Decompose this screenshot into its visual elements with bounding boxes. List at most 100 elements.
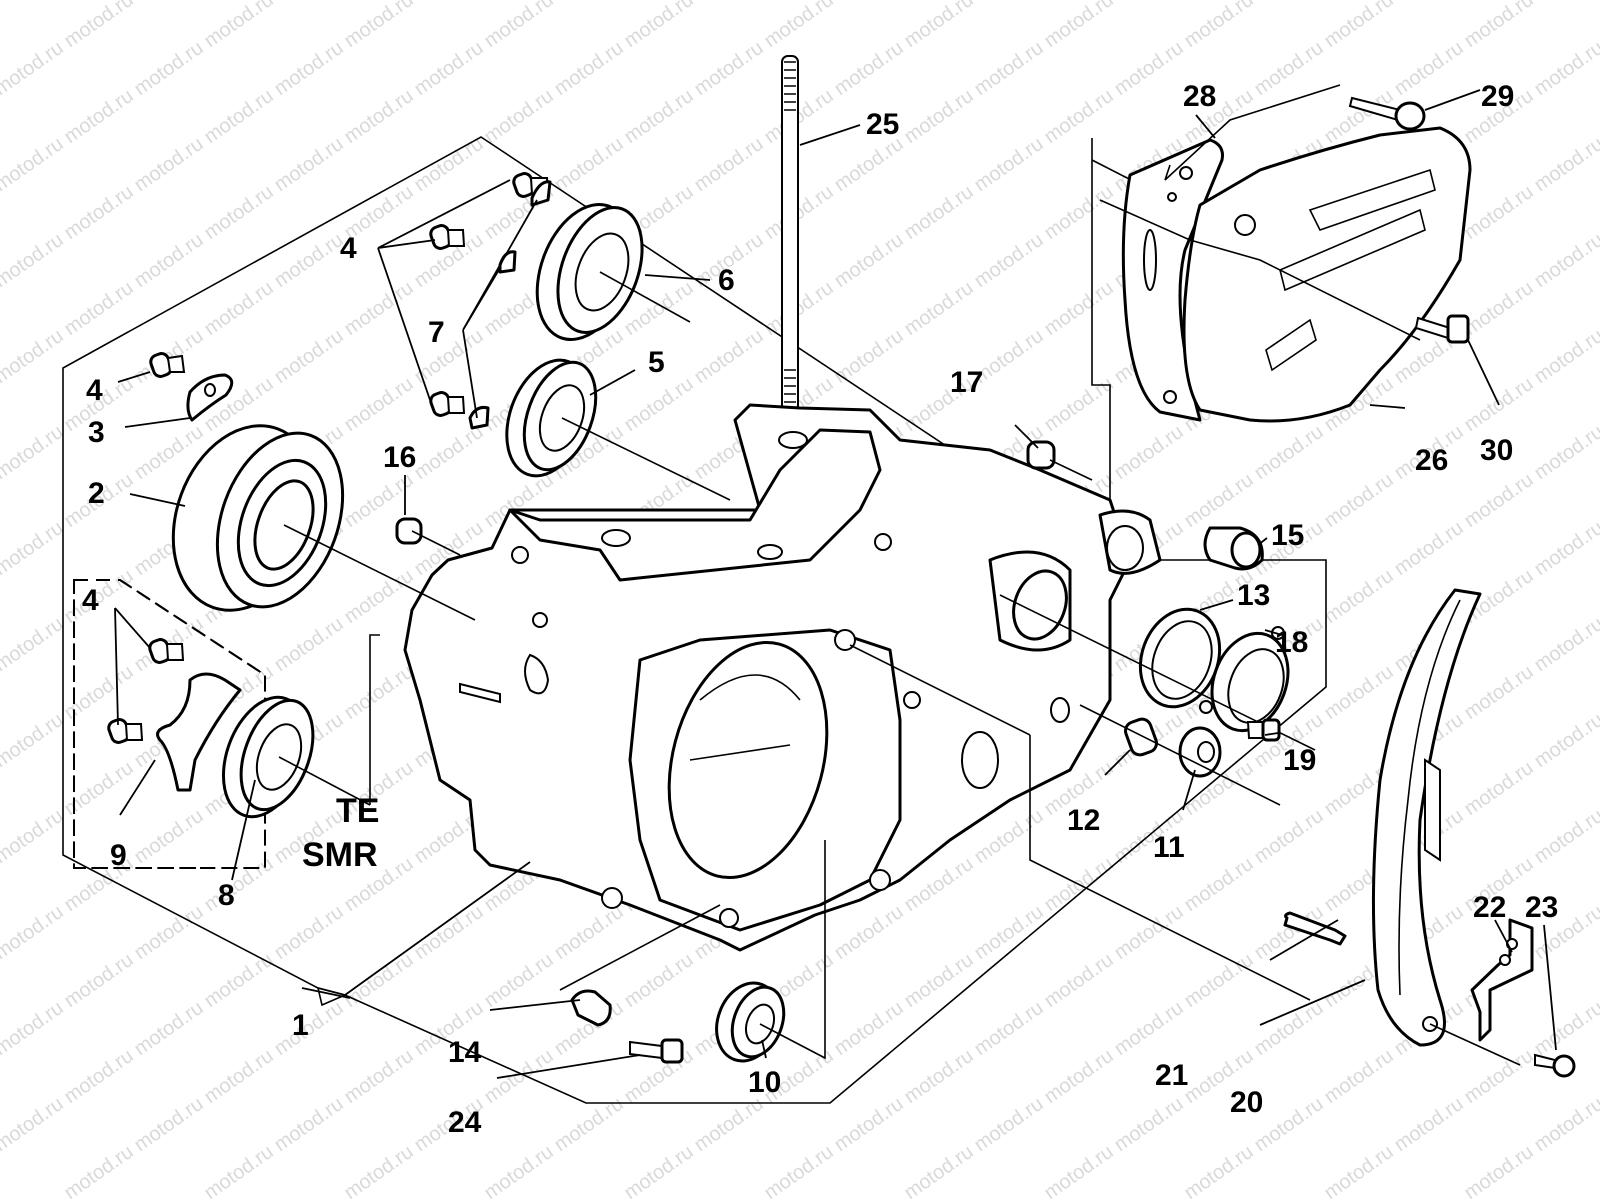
watermark-text: motod.ru bbox=[60, 85, 137, 148]
watermark-text: motod.ru bbox=[130, 133, 207, 196]
screw-part-19 bbox=[1246, 718, 1281, 742]
watermark-text: motod.ru bbox=[620, 0, 697, 52]
screw-part-24 bbox=[629, 1038, 684, 1064]
axis-line-29 bbox=[1164, 84, 1341, 181]
watermark-text: motod.ru bbox=[340, 85, 417, 148]
watermark-text: motod.ru bbox=[900, 949, 977, 1012]
watermark-text: motod.ru bbox=[0, 709, 68, 772]
variant-label-smr: SMR bbox=[302, 836, 378, 874]
watermark-text: motod.ru bbox=[900, 277, 977, 340]
watermark-text: motod.ru bbox=[1390, 517, 1467, 580]
watermark-text: motod.ru bbox=[1530, 997, 1600, 1060]
watermark-text: motod.ru bbox=[270, 37, 347, 100]
watermark-text: motod.ru bbox=[1250, 421, 1327, 484]
watermark-text: motod.ru bbox=[200, 85, 277, 148]
callout-24: 24 bbox=[448, 1106, 482, 1139]
watermark-text: motod.ru bbox=[900, 1141, 977, 1200]
watermark-text: motod.ru bbox=[1320, 1045, 1397, 1108]
watermark-text: motod.ru bbox=[130, 997, 207, 1060]
watermark-text: motod.ru bbox=[1040, 0, 1117, 52]
watermark-text: motod.ru bbox=[1180, 949, 1257, 1012]
watermark-text: motod.ru bbox=[200, 1141, 277, 1200]
bearing-part-6 bbox=[535, 203, 644, 341]
screw-part-4c bbox=[429, 224, 466, 250]
watermark-text: motod.ru bbox=[1530, 37, 1600, 100]
watermark-text: motod.ru bbox=[970, 901, 1047, 964]
watermark-text: motod.ru bbox=[1040, 373, 1117, 436]
watermark-text: motod.ru bbox=[1390, 0, 1467, 4]
callout-11: 11 bbox=[1153, 831, 1185, 864]
watermark-text: motod.ru bbox=[970, 37, 1047, 100]
watermark-text: motod.ru bbox=[60, 1045, 137, 1108]
watermark-text: motod.ru bbox=[1320, 0, 1397, 52]
watermark-text: motod.ru bbox=[1040, 1045, 1117, 1108]
watermark-text: motod.ru bbox=[830, 229, 907, 292]
watermark-text: motod.ru bbox=[410, 0, 487, 4]
watermark-text: motod.ru bbox=[1040, 1141, 1117, 1200]
screw-part-29 bbox=[1348, 96, 1426, 131]
watermark-text: motod.ru bbox=[690, 37, 767, 100]
callout-5: 5 bbox=[648, 346, 665, 379]
watermark-text: motod.ru bbox=[1110, 1093, 1187, 1156]
axis-line-5 bbox=[561, 417, 731, 501]
axis-line-30 bbox=[1099, 199, 1421, 341]
watermark-text: motod.ru bbox=[1460, 277, 1537, 340]
watermark-text: motod.ru bbox=[1460, 1045, 1537, 1108]
watermark-text: motod.ru bbox=[970, 997, 1047, 1060]
callout-14: 14 bbox=[448, 1036, 482, 1069]
watermark-text: motod.ru bbox=[0, 325, 68, 388]
watermark-text: motod.ru bbox=[1320, 469, 1397, 532]
axis-line-8 bbox=[278, 756, 371, 806]
watermark-text: motod.ru bbox=[1460, 661, 1537, 724]
watermark-text: motod.ru bbox=[410, 421, 487, 484]
watermark-text: motod.ru bbox=[830, 37, 907, 100]
screw-part-4d bbox=[429, 391, 466, 417]
watermark-text: motod.ru bbox=[970, 229, 1047, 292]
watermark-text: motod.ru bbox=[1110, 997, 1187, 1060]
watermark-text: motod.ru bbox=[270, 1093, 347, 1156]
variant-label-te: TE bbox=[336, 792, 379, 830]
plate-part-9 bbox=[156, 672, 242, 792]
watermark-text: motod.ru bbox=[690, 325, 767, 388]
axis-line-10 bbox=[759, 840, 826, 1060]
plate-part-7c bbox=[468, 406, 490, 430]
watermark-text: motod.ru bbox=[1250, 805, 1327, 868]
axis-line-12 bbox=[1079, 704, 1281, 806]
watermark-text: motod.ru bbox=[900, 0, 977, 52]
stud-part-25 bbox=[781, 55, 799, 412]
bushing-part-11 bbox=[1178, 726, 1222, 778]
watermark-text: motod.ru bbox=[60, 757, 137, 820]
watermark-text: motod.ru bbox=[970, 0, 1047, 4]
callout-18: 18 bbox=[1275, 626, 1308, 659]
watermark-text: motod.ru bbox=[1180, 1141, 1257, 1200]
callout-16: 16 bbox=[383, 441, 416, 474]
axis-line-17 bbox=[1049, 459, 1093, 481]
watermark-text: motod.ru bbox=[130, 1093, 207, 1156]
seal-holder-part-18 bbox=[1199, 626, 1290, 733]
callout-17: 17 bbox=[950, 366, 983, 399]
watermark-text: motod.ru bbox=[1460, 0, 1537, 52]
watermark-text: motod.ru bbox=[970, 133, 1047, 196]
watermark-text: motod.ru bbox=[0, 229, 68, 292]
watermark-text: motod.ru bbox=[830, 133, 907, 196]
watermark-text: motod.ru bbox=[0, 37, 68, 100]
watermark-text: motod.ru bbox=[1460, 181, 1537, 244]
watermark-text: motod.ru bbox=[1250, 997, 1327, 1060]
cover-group-outline bbox=[1091, 138, 1111, 560]
watermark-text: motod.ru bbox=[480, 1141, 557, 1200]
watermark-text: motod.ru bbox=[830, 997, 907, 1060]
watermark-text: motod.ru bbox=[1040, 949, 1117, 1012]
bushing-part-12 bbox=[1124, 717, 1158, 757]
callout-25: 25 bbox=[866, 108, 899, 141]
watermark-text: motod.ru bbox=[900, 85, 977, 148]
watermark-text: motod.ru bbox=[1110, 37, 1187, 100]
watermark-text: motod.ru bbox=[410, 133, 487, 196]
screw-part-4e bbox=[148, 638, 185, 664]
watermark-text: motod.ru bbox=[270, 133, 347, 196]
watermark-text: motod.ru bbox=[1530, 613, 1600, 676]
screw-part-4f bbox=[107, 718, 144, 744]
watermark-text: motod.ru bbox=[1250, 0, 1327, 4]
watermark-text: motod.ru bbox=[0, 1093, 68, 1156]
watermark-text: motod.ru bbox=[900, 181, 977, 244]
